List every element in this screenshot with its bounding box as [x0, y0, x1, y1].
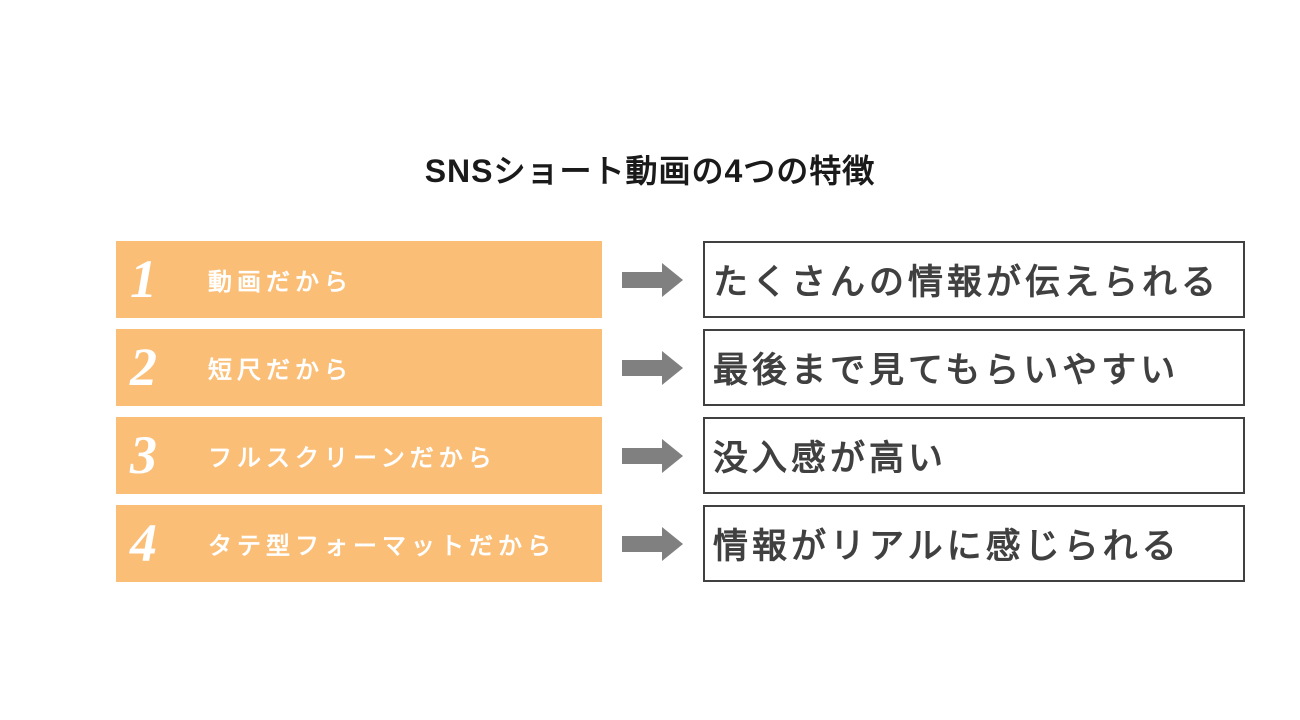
feature-label: 短尺だから	[208, 357, 353, 384]
result-text: 没入感が高い	[713, 439, 948, 478]
feature-row-1: 1 動画だから たくさんの情報が伝えられる	[116, 241, 1245, 318]
feature-number: 1	[130, 249, 157, 309]
feature-bar-2: 2 短尺だから	[116, 329, 602, 406]
feature-row-2: 2 短尺だから 最後まで見てもらいやすい	[116, 329, 1245, 406]
feature-label: タテ型フォーマットだから	[208, 533, 556, 560]
feature-number: 3	[130, 425, 157, 485]
feature-label: 動画だから	[208, 269, 353, 296]
feature-number: 4	[130, 513, 157, 573]
arrow-right-icon	[602, 505, 703, 582]
page-title: SNSショート動画の4つの特徴	[424, 153, 876, 189]
result-box-1: たくさんの情報が伝えられる	[703, 241, 1245, 318]
result-box-3: 没入感が高い	[703, 417, 1245, 494]
result-box-4: 情報がリアルに感じられる	[703, 505, 1245, 582]
feature-number: 2	[130, 337, 157, 397]
feature-bar-4: 4 タテ型フォーマットだから	[116, 505, 602, 582]
result-text: 情報がリアルに感じられる	[713, 527, 1181, 566]
feature-row-3: 3 フルスクリーンだから 没入感が高い	[116, 417, 1245, 494]
feature-label: フルスクリーンだから	[208, 445, 497, 472]
result-text: たくさんの情報が伝えられる	[713, 263, 1221, 302]
arrow-right-icon	[602, 417, 703, 494]
result-text: 最後まで見てもらいやすい	[713, 351, 1180, 390]
result-box-2: 最後まで見てもらいやすい	[703, 329, 1245, 406]
arrow-right-icon	[602, 241, 703, 318]
feature-rows: 1 動画だから たくさんの情報が伝えられる 2 短尺だから 最後まで見てもらいや…	[116, 241, 1245, 593]
feature-row-4: 4 タテ型フォーマットだから 情報がリアルに感じられる	[116, 505, 1245, 582]
feature-bar-1: 1 動画だから	[116, 241, 602, 318]
feature-bar-3: 3 フルスクリーンだから	[116, 417, 602, 494]
arrow-right-icon	[602, 329, 703, 406]
